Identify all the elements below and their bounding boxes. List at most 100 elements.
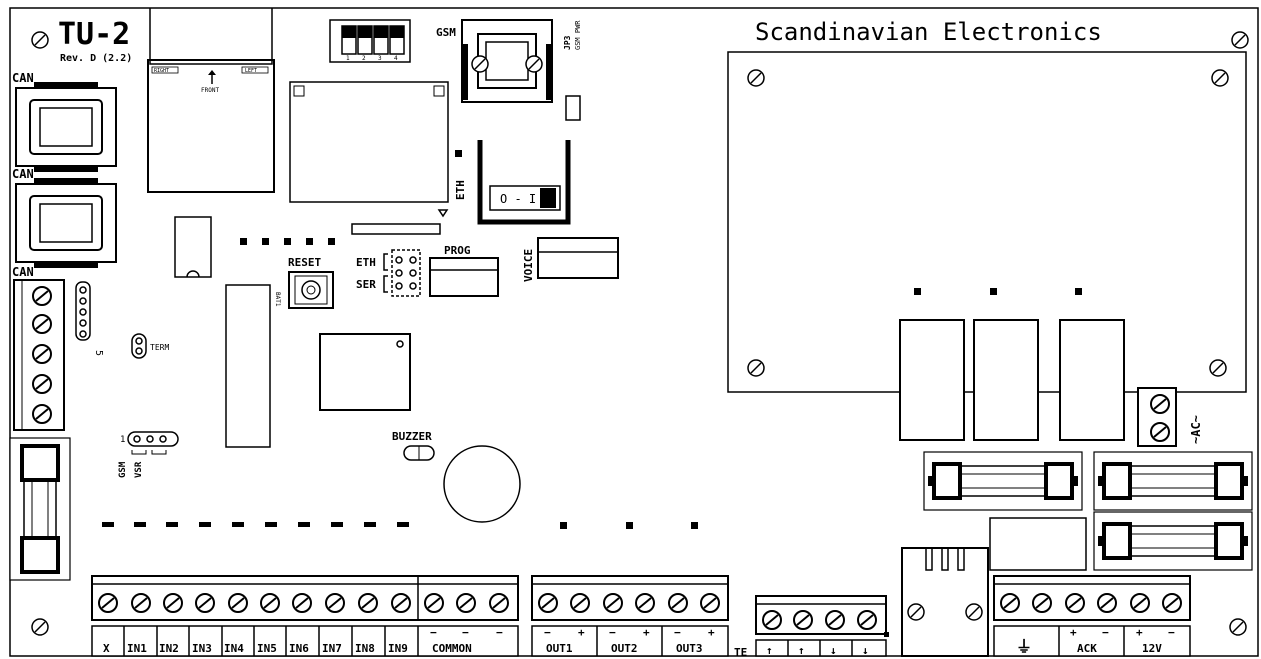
board-model: TU-2 [58,17,130,52]
input-label-in7: IN7 [322,642,342,655]
buzzer-label: BUZZER [392,430,432,443]
prog-header [429,257,499,297]
input-label-in5: IN5 [257,642,277,655]
jp3-label: JP3 [563,35,572,50]
connector-strip [351,223,441,235]
te-arrow-2: ↑ [798,644,805,657]
eth-power-switch[interactable] [477,140,571,225]
sd-left-label: LEFT [245,68,257,74]
fuse-holder-left [9,437,71,581]
brand-name: Scandinavian Electronics [755,18,1102,46]
ack-minus: − [1102,626,1109,639]
out3-minus: − [674,626,681,639]
component-box [989,517,1087,571]
input-label-row [91,625,519,657]
te-arrow-3: ↓ [830,644,837,657]
fuse-3 [1092,510,1254,572]
board-revision: Rev. D (2.2) [60,53,132,64]
output-label-row [531,625,729,657]
dip-num-2: 2 [362,55,366,62]
cpu-chip [319,333,411,411]
ack-label: ACK [1077,642,1097,655]
ack-plus: + [1070,626,1077,639]
sd-front-label: FRONT [201,87,219,94]
mounting-hole-bottom-right [1229,618,1247,636]
pin1-marker [437,209,449,218]
out2-minus: − [609,626,616,639]
dip-num-3: 3 [378,55,382,62]
relay-leds [914,288,1082,295]
common-sign-1: − [430,626,437,639]
jumper-pin1: 1 [120,435,125,445]
voice-header [537,237,619,279]
eth-ser-jumper[interactable] [383,249,421,297]
fuse-2 [1092,450,1254,512]
common-sign-3: − [496,626,503,639]
te-marker [884,632,889,637]
term-label: TERM [150,343,169,352]
input-label-in4: IN4 [224,642,244,655]
jp3-jumper [565,95,581,121]
output-terminal-block [531,575,729,621]
can-connector-1 [15,81,117,173]
power-label-row [993,625,1191,657]
buzzer-jumper [403,445,435,461]
te-arrow-4: ↓ [862,644,869,657]
can-screw-terminal [13,279,65,431]
sd-card-holder [147,8,275,193]
mounting-hole-bottom-left [31,618,49,636]
input-label-in9: IN9 [388,642,408,655]
ac-label: ~AC~ [1189,415,1203,444]
sd-right-label: RIGHT [154,68,169,74]
led-row-inputs [102,522,409,527]
common-label: COMMON [432,642,472,655]
input-label-in3: IN3 [192,642,212,655]
can-label-1: CAN [12,71,34,85]
te-terminal-block [755,595,887,657]
eth-led [455,150,462,157]
eth-jumper-label: ETH [356,256,376,269]
voice-label: VOICE [522,249,535,282]
ground-label: ⏚ [1016,637,1032,656]
telephone-connector [901,547,989,657]
out2-label: OUT2 [611,642,638,655]
can-label-2: CAN [12,167,34,181]
switch-label: O - I [500,192,536,206]
ac-terminal [1137,387,1177,447]
reset-button[interactable] [288,271,334,309]
gsm-label-top: GSM [436,26,456,39]
mounting-hole-top-left [31,31,49,49]
reset-label: RESET [288,256,321,269]
input-terminal-block [91,575,519,621]
gsm-vsr-jumper [127,431,179,455]
vsr-label: VSR [134,461,144,478]
input-label-x: X [103,642,110,655]
ser-jumper-label: SER [356,278,376,291]
mounting-hole-top-right [1231,31,1249,49]
out3-plus: + [708,626,715,639]
can-pin-header [75,281,91,341]
led-row-outputs [560,522,698,529]
v12-minus: − [1168,626,1175,639]
gsm-pwr-label: GSM PWR [574,20,582,50]
dip-num-1: 1 [346,55,350,62]
relays [899,319,1125,441]
te-arrow-1: ↑ [766,644,773,657]
eth-label-top: ETH [454,180,467,200]
v12-plus: + [1136,626,1143,639]
v12-label: 12V [1142,642,1162,655]
can-pin-number: 5 [93,350,104,356]
can-connector-2 [15,177,117,269]
gsm-connector [461,19,553,103]
power-terminal-block [993,575,1191,621]
input-label-in8: IN8 [355,642,375,655]
dip-switch[interactable] [329,19,411,63]
bat-label: BAT1 [274,292,281,307]
fuse-1 [922,450,1084,512]
term-jumper [131,333,147,359]
out1-label: OUT1 [546,642,573,655]
battery-holder [225,284,271,448]
prog-label: PROG [444,244,471,257]
can-label-3: CAN [12,265,34,279]
